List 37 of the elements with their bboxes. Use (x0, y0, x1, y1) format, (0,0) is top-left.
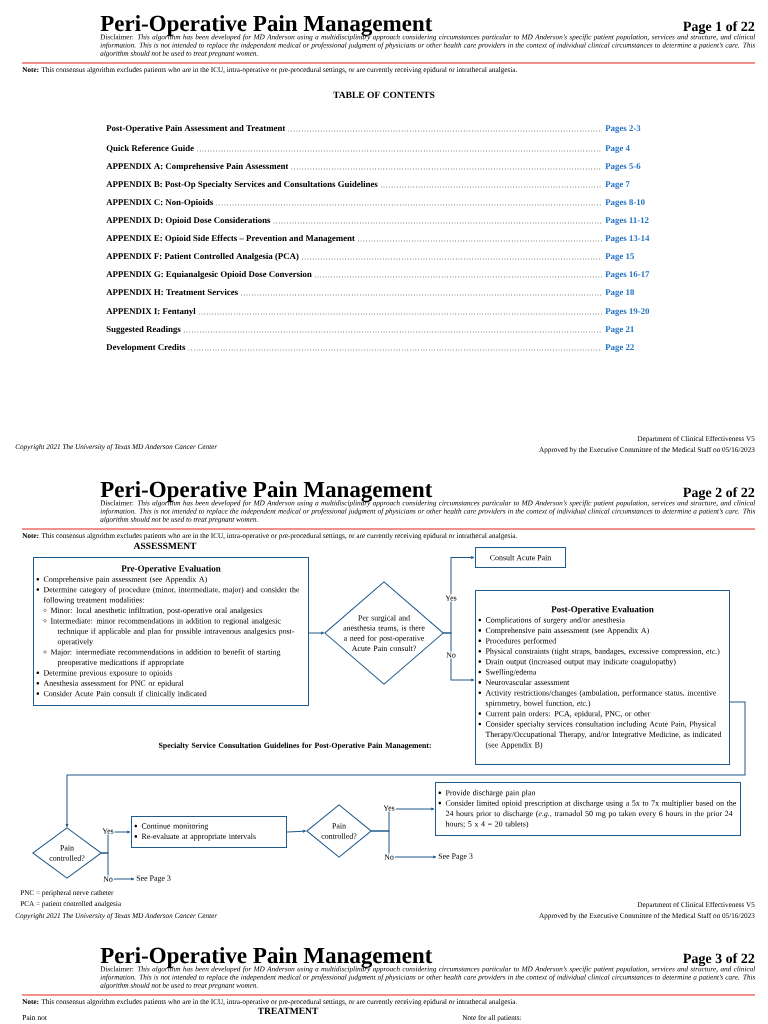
page-link: Pages 13-14 (605, 235, 650, 243)
arrow (65, 701, 746, 828)
page-link: Pages 19-20 (605, 308, 650, 316)
page-link: Page 18 (605, 289, 634, 297)
section-heading: TABLE OF CONTENTS (333, 91, 435, 99)
toc-entry: Quick Reference Guide (106, 144, 194, 153)
toc-entry: Development Credits (106, 343, 186, 352)
section-heading: TREATMENT (257, 1007, 319, 1014)
arrow (308, 631, 325, 635)
page-number: Page 1 of 22 (683, 21, 755, 35)
page-link: Pages 5-6 (605, 163, 641, 171)
page-link: Pages 8-10 (605, 199, 645, 207)
arrow (286, 829, 307, 833)
page-number: Page 2 of 22 (683, 487, 755, 501)
page-link: Pages 11-12 (605, 217, 649, 225)
toc-entry: APPENDIX B: Post-Op Specialty Services and Consultations Guidelines (106, 180, 378, 189)
arrow (442, 632, 475, 682)
toc-entry: APPENDIX E: Opioid Side Effects – Prevention and Management (106, 234, 355, 243)
toc-entry: APPENDIX H: Treatment Services (106, 288, 238, 296)
page-link: Page 21 (605, 326, 634, 334)
arrow (100, 852, 135, 881)
toc-entry: APPENDIX D: Opioid Dose Considerations (106, 216, 271, 225)
page-link: Page 22 (605, 344, 634, 352)
page-link: Pages 16-17 (605, 271, 650, 279)
page-link: Page 15 (605, 253, 634, 261)
page-number: Page 3 of 22 (683, 953, 755, 967)
toc-entry: APPENDIX A: Comprehensive Pain Assessment (106, 162, 289, 171)
page-link: Pages 2-3 (605, 125, 641, 133)
toc-entry: APPENDIX F: Patient Controlled Analgesia (PCA) (106, 252, 299, 261)
toc-entry: APPENDIX C: Non-Opioids (106, 198, 214, 207)
toc-entry: Suggested Readings (106, 325, 181, 334)
page-link: Page 7 (605, 181, 630, 189)
toc-entry: Post-Operative Pain Assessment and Treatment (106, 124, 286, 133)
toc-entry: APPENDIX G: Equianalgesic Opioid Dose Conversion (106, 270, 312, 279)
toc-entry: APPENDIX I: Fentanyl (106, 307, 196, 316)
arrow (370, 830, 437, 859)
page-link: Page 4 (605, 145, 630, 153)
